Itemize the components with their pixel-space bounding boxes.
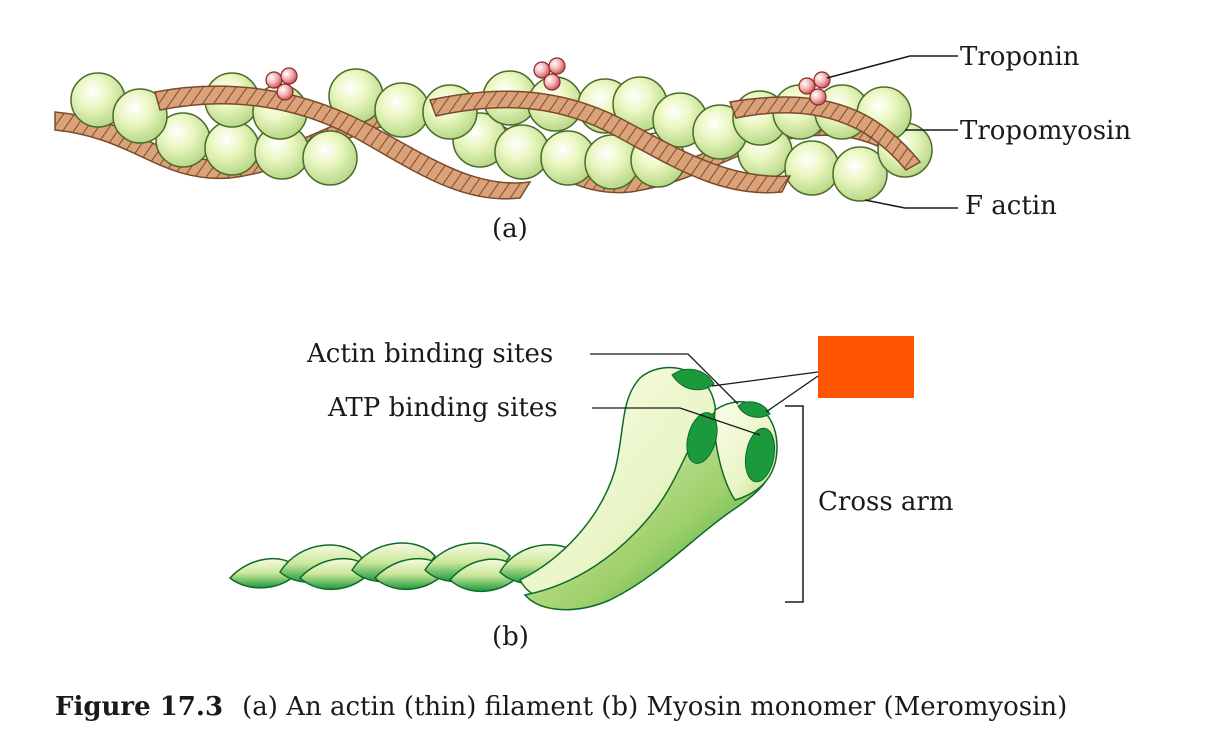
actin-bead	[112, 88, 168, 144]
panel-b-label: (b)	[492, 622, 529, 652]
actin-binding-site	[737, 401, 771, 418]
troponin-leader-line	[826, 55, 958, 79]
myosin-monomer: Actin binding sites ATP binding sites Cr…	[228, 336, 954, 611]
tropomyosin-strand-front	[428, 90, 792, 194]
myosin-tail	[228, 542, 586, 593]
troponin-subunit	[813, 71, 831, 89]
atp-binding-site	[744, 427, 776, 483]
troponin-subunit	[548, 57, 566, 75]
troponin-cluster	[265, 67, 298, 101]
troponin-subunit	[276, 83, 294, 101]
actin-binding-leader-line	[590, 353, 739, 405]
troponin-subunit	[809, 88, 827, 106]
atp-binding-sites-label: ATP binding sites	[327, 393, 558, 423]
troponin-subunit	[543, 73, 561, 91]
actin-bead	[374, 82, 430, 138]
cross-arm-label: Cross arm	[818, 487, 954, 517]
actin-bead	[832, 146, 888, 202]
figure-caption-text: (a) An actin (thin) filament (b) Myosin …	[242, 692, 1067, 722]
figure-caption: Figure 17.3 (a) An actin (thin) filament…	[55, 692, 1067, 722]
figure-number: Figure 17.3	[55, 692, 223, 722]
highlight-leader-line	[765, 375, 819, 413]
f-actin-label: F actin	[965, 191, 1057, 221]
highlight-box	[818, 336, 914, 398]
atp-binding-site	[686, 412, 718, 464]
binding-sites	[671, 368, 776, 483]
atp-binding-leader-line	[592, 407, 761, 436]
f-actin-leader-line	[864, 199, 958, 209]
highlight-leader-line	[711, 371, 819, 387]
troponin-cluster	[533, 57, 566, 91]
troponin-subunit	[280, 67, 298, 85]
troponin-cluster	[798, 71, 831, 106]
actin-bead	[784, 140, 840, 196]
troponin-label: Troponin	[960, 42, 1080, 72]
tropomyosin-label: Tropomyosin	[960, 116, 1131, 146]
actin-filament: Troponin Tropomyosin F actin	[54, 42, 1131, 221]
actin-binding-site	[671, 368, 715, 391]
cross-arm-bracket	[785, 405, 804, 603]
actin-bead	[204, 120, 260, 176]
troponin-subunit	[798, 77, 816, 95]
tropomyosin-strand-front	[154, 85, 532, 200]
actin-bead	[494, 124, 550, 180]
actin-binding-sites-label: Actin binding sites	[306, 339, 553, 369]
actin-bead	[302, 130, 358, 186]
panel-a-label: (a)	[492, 214, 528, 244]
